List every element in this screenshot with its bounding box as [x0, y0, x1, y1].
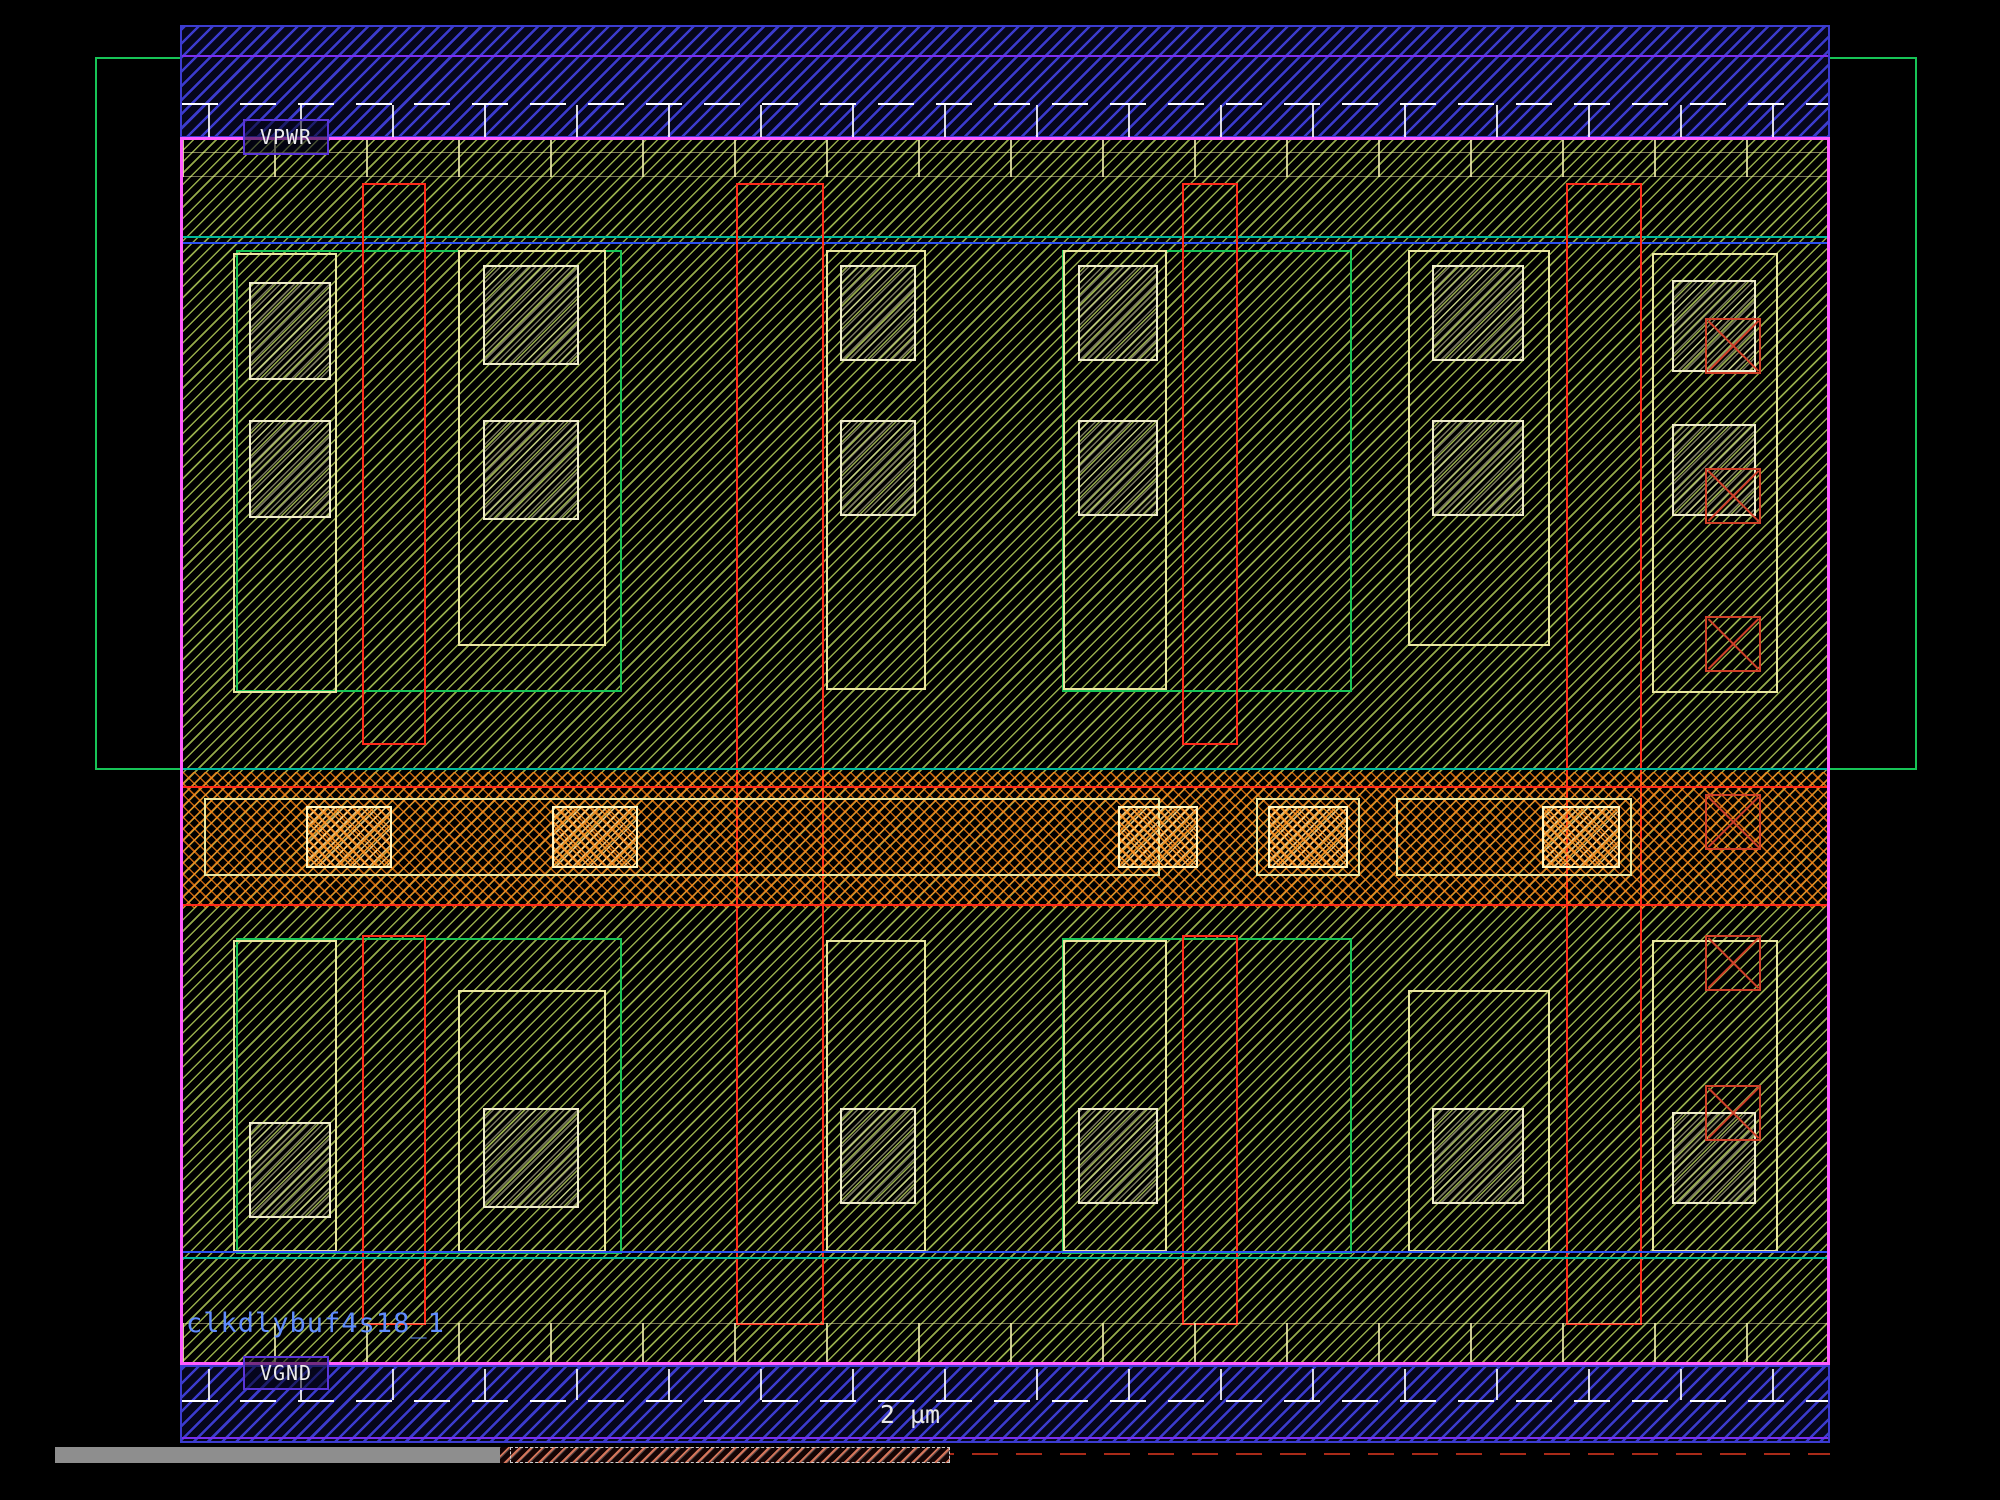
via-marker [1705, 616, 1761, 672]
li-contact [1432, 420, 1524, 516]
li-tick-strip-top [182, 139, 1828, 177]
li-contact [1432, 265, 1524, 361]
implant-line-teal-bottom [182, 1257, 1828, 1259]
li-contact [249, 282, 331, 380]
li-column [233, 253, 337, 693]
scale-bar-outline [510, 1447, 950, 1463]
vpwr-rail [180, 25, 1830, 140]
nwell-bottom-line [182, 768, 1828, 770]
li-routing-band [1396, 798, 1632, 876]
rail-center-dashed-line [182, 103, 1828, 105]
implant-line-blue-top [182, 242, 1828, 244]
li-column [826, 250, 926, 690]
ruler-ticks [208, 105, 1808, 140]
via-marker [1705, 1085, 1761, 1141]
rail-center-dashed-line [182, 1400, 1828, 1402]
well-edge-line [182, 55, 1828, 57]
vgnd-net-label-text: VGND [259, 1361, 313, 1385]
li-contact [249, 420, 331, 518]
diffusion-region [236, 938, 622, 1254]
via-marker [1705, 318, 1761, 374]
diffusion-region [236, 250, 622, 692]
poly-band-edge-bottom [182, 904, 1828, 906]
poly-band-edge-top [182, 786, 1828, 788]
li-routing-band [1256, 798, 1360, 876]
li-contact [1078, 265, 1158, 361]
ruler-ticks [208, 1369, 1808, 1400]
li-contact [1432, 1108, 1524, 1204]
via-marker [1705, 935, 1761, 991]
li-column [1408, 250, 1550, 646]
measurement-dashed-line [180, 1453, 1830, 1455]
implant-line-teal-top [182, 236, 1828, 238]
implant-line-blue-bottom [182, 1251, 1828, 1253]
li-contact [840, 420, 916, 516]
li-column [1063, 250, 1167, 690]
li-edge-line-top [182, 152, 1828, 153]
vpwr-net-label: VPWR [243, 119, 329, 155]
cell-fill-diffusion [182, 139, 1828, 1363]
li-contact [1078, 420, 1158, 516]
licon-contact [1268, 806, 1348, 868]
scale-bar-label: 2 µm [879, 1400, 941, 1429]
poly-gate [1182, 183, 1238, 745]
li-column [458, 250, 606, 646]
li-contact [249, 1122, 331, 1218]
li-contact [840, 1108, 916, 1204]
li-tick-strip-bottom [182, 1323, 1828, 1363]
vgnd-net-label: VGND [243, 1356, 329, 1390]
li-contact [840, 265, 916, 361]
li-contact [483, 420, 579, 520]
scrollbar-thumb[interactable] [55, 1447, 500, 1463]
licon-contact [1118, 806, 1198, 868]
licon-contact [552, 806, 638, 868]
li-contact [1078, 1108, 1158, 1204]
cell-boundary [180, 137, 1830, 1365]
vpwr-net-label-text: VPWR [259, 125, 313, 149]
li-contact [483, 265, 579, 365]
poly-gate [362, 183, 426, 745]
licon-contact [1542, 806, 1620, 868]
via-marker [1705, 794, 1761, 850]
li-column [1652, 253, 1778, 693]
vgnd-rail [180, 1365, 1830, 1443]
via-marker [1705, 468, 1761, 524]
li-contact [483, 1108, 579, 1208]
well-edge-line [182, 1437, 1828, 1439]
licon-contact [306, 806, 392, 868]
cell-instance-name: clkdlybuf4s18_1 [186, 1308, 445, 1339]
